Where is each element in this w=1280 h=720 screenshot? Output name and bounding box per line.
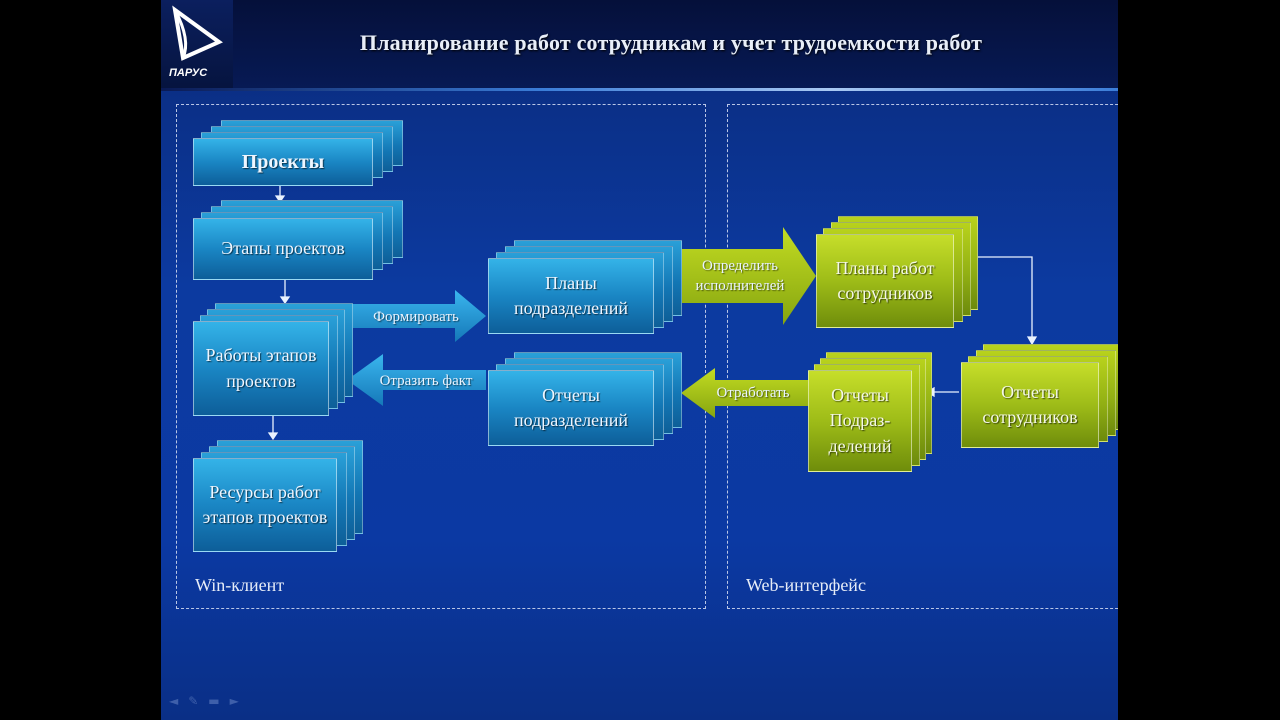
menu-icon[interactable]: ▬: [208, 694, 220, 708]
resources-label: Ресурсы работ этапов проектов: [202, 481, 328, 527]
win-client-label: Win-клиент: [195, 575, 285, 595]
dept-reports-web-doc: Отчеты Подраз-делений: [808, 352, 932, 472]
resources-doc: Ресурсы работ этапов проектов: [193, 440, 363, 552]
logo: ПАРУС: [161, 0, 233, 88]
dept-reports-label: Отчеты подразделений: [513, 384, 629, 430]
employee-reports-label: Отчеты сотрудников: [982, 381, 1078, 427]
employee-plans-doc: Планы работ сотрудников: [816, 216, 978, 328]
slide: ПАРУС Планирование работ сотрудникам и у…: [161, 0, 1118, 720]
form-arrow-label: Формировать: [373, 309, 459, 325]
slide-nav: ◄ ✎ ▬ ►: [169, 694, 239, 708]
projects-doc: Проекты: [193, 120, 403, 186]
employee-plans-label: Планы работ сотрудников: [835, 257, 935, 303]
win-client-panel: [176, 104, 706, 609]
next-icon[interactable]: ►: [229, 694, 239, 708]
prev-icon[interactable]: ◄: [169, 694, 179, 708]
stages-doc: Этапы проектов: [193, 200, 403, 280]
parus-logo-icon: ПАРУС: [169, 5, 223, 79]
svg-text:ПАРУС: ПАРУС: [169, 67, 208, 79]
work-off-arrow-label: Отработать: [716, 385, 790, 401]
assign-arrow-label: Определить исполнителей: [695, 258, 785, 295]
projects-label: Проекты: [241, 151, 325, 173]
employee-reports-doc: Отчеты сотрудников: [961, 344, 1118, 448]
works-label: Работы этапов проектов: [205, 345, 317, 391]
slide-title: Планирование работ сотрудникам и учет тр…: [359, 30, 983, 55]
reflect-arrow-label: Отразить факт: [379, 373, 473, 389]
dept-plans-label: Планы подразделений: [513, 272, 629, 318]
edit-icon[interactable]: ✎: [188, 694, 199, 708]
dept-reports-doc: Отчеты подразделений: [488, 352, 682, 448]
header-divider: [161, 88, 1118, 91]
stages-label: Этапы проектов: [221, 238, 345, 259]
header: [161, 0, 1118, 90]
web-interface-label: Web-интерфейс: [746, 575, 866, 595]
works-doc: Работы этапов проектов: [193, 303, 353, 416]
web-interface-panel: [727, 104, 1118, 609]
dept-plans-doc: Планы подразделений: [488, 240, 682, 336]
dept-reports-web-label: Отчеты Подраз-делений: [828, 385, 892, 456]
